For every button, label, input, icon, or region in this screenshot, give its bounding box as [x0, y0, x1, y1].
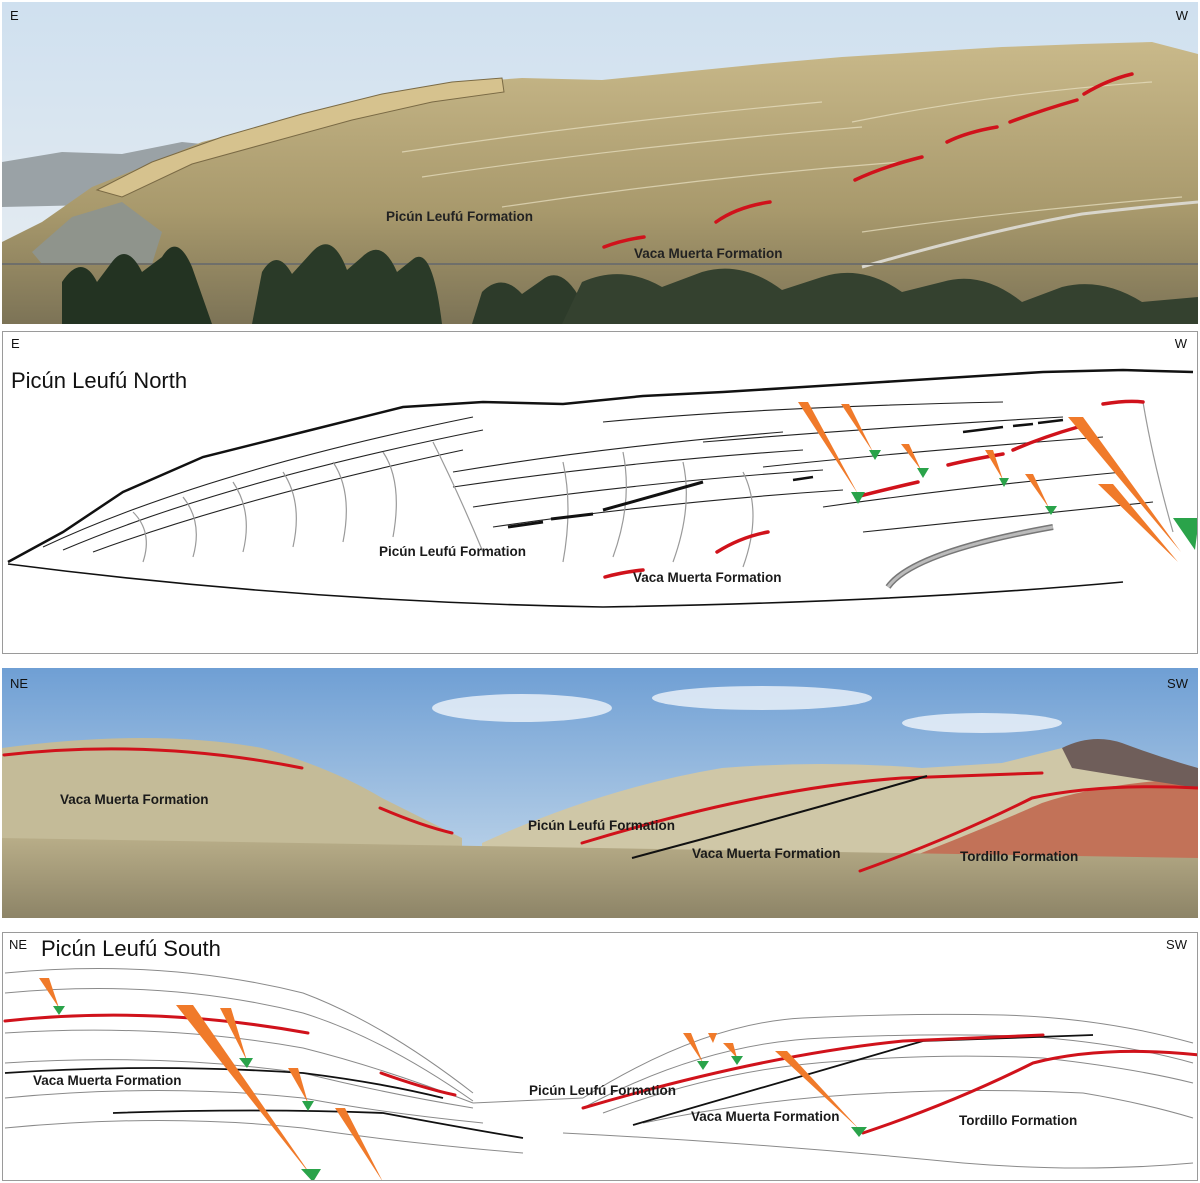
- south-sketch-right-direction: SW: [1166, 937, 1187, 952]
- south-sketch-label-vaca-muerta-right: Vaca Muerta Formation: [691, 1109, 840, 1124]
- north-photo-left-direction: E: [10, 8, 19, 23]
- south-sketch-panel: NE SW Picún Leufú South Vaca Muerta Form…: [2, 932, 1198, 1181]
- north-sketch-title: Picún Leufú North: [11, 368, 188, 393]
- north-sketch-illustration: [7, 368, 1197, 608]
- north-sketch-label-vaca-muerta: Vaca Muerta Formation: [633, 570, 782, 585]
- south-photo-label-vaca-muerta-right: Vaca Muerta Formation: [692, 846, 841, 861]
- north-photo-label-vaca-muerta: Vaca Muerta Formation: [634, 246, 783, 261]
- north-photo-panel: E W Picún Leufú Formation Vaca Muerta Fo…: [2, 2, 1198, 324]
- south-photo-panel: NE SW Vaca Muerta Formation Picún Leufú …: [2, 668, 1198, 918]
- south-photo-left-direction: NE: [10, 676, 29, 691]
- south-photo-label-picun-leufu: Picún Leufú Formation: [528, 818, 675, 833]
- north-sketch-panel: E W Picún Leufú North Picún Leufú Format…: [2, 331, 1198, 654]
- south-sketch-label-picun-leufu: Picún Leufú Formation: [529, 1083, 676, 1098]
- south-sketch-title: Picún Leufú South: [41, 936, 221, 961]
- south-sketch-left-direction: NE: [9, 937, 28, 952]
- south-photo-label-tordillo: Tordillo Formation: [960, 849, 1079, 864]
- south-sketch-label-vaca-muerta-left: Vaca Muerta Formation: [33, 1073, 182, 1088]
- south-photo-illustration: [2, 668, 1198, 918]
- north-photo-illustration: [2, 2, 1198, 324]
- south-photo-right-direction: SW: [1167, 676, 1188, 691]
- south-sketch-label-tordillo: Tordillo Formation: [959, 1113, 1078, 1128]
- north-sketch-label-picun-leufu: Picún Leufú Formation: [379, 544, 526, 559]
- south-sketch-illustration: [3, 968, 1197, 1180]
- south-photo-label-vaca-muerta-left: Vaca Muerta Formation: [60, 792, 209, 807]
- north-sketch-left-direction: E: [11, 336, 20, 351]
- north-sketch-right-direction: W: [1174, 336, 1187, 351]
- north-photo-label-picun-leufu: Picún Leufú Formation: [386, 209, 533, 224]
- north-photo-right-direction: W: [1175, 8, 1188, 23]
